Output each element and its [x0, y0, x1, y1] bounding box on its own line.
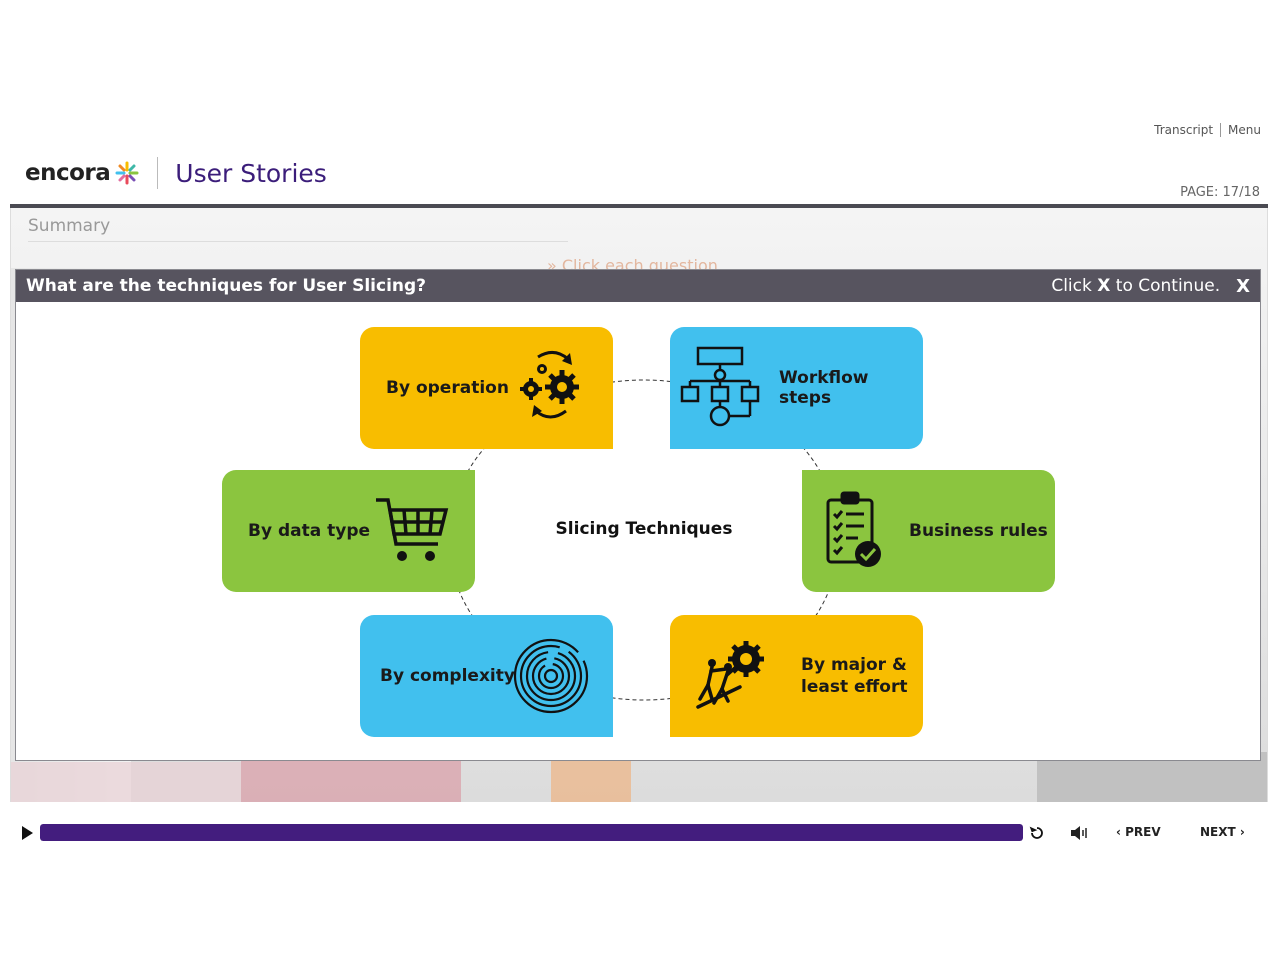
volume-icon[interactable] — [1070, 825, 1088, 841]
card-label: By complexity — [380, 666, 515, 686]
header-rule — [10, 204, 1268, 208]
chevron-right-icon: › — [1235, 825, 1245, 839]
card-by-operation: By operation — [360, 327, 613, 449]
card-label: By operation — [386, 378, 509, 398]
popup-title: What are the techniques for User Slicing… — [26, 276, 427, 296]
section-title: Summary — [28, 216, 111, 236]
close-button[interactable]: X — [1236, 275, 1250, 297]
card-label: By major & least effort — [801, 654, 907, 698]
prev-label: PREV — [1125, 825, 1161, 839]
chevron-left-icon: ‹ — [1116, 825, 1126, 839]
card-label: Workflow steps — [779, 368, 869, 408]
play-button[interactable] — [22, 826, 33, 840]
section-divider — [28, 241, 568, 242]
question-popup: What are the techniques for User Slicing… — [15, 269, 1261, 761]
gears-icon — [520, 351, 579, 419]
background-image — [11, 762, 241, 802]
course-title: User Stories — [175, 158, 327, 188]
progress-bar[interactable] — [40, 824, 1023, 841]
brand-divider — [157, 157, 159, 189]
card-label: By data type — [248, 521, 371, 541]
card-label-line-1: By major & — [801, 655, 907, 675]
top-links: Transcript Menu — [1154, 123, 1261, 137]
next-label: NEXT — [1200, 825, 1236, 839]
link-divider — [1220, 123, 1222, 137]
transcript-link[interactable]: Transcript — [1154, 123, 1214, 137]
progress-fill — [40, 824, 1023, 841]
prev-button[interactable]: ‹ PREV — [1116, 825, 1161, 839]
diagram-center-label: Slicing Techniques — [555, 519, 733, 539]
header: encora User Stories — [25, 157, 327, 189]
replay-icon[interactable] — [1028, 824, 1046, 842]
card-label: Business rules — [909, 521, 1048, 541]
playback-controls: ‹ PREV NEXT › — [10, 818, 1268, 848]
next-button[interactable]: NEXT › — [1200, 825, 1245, 839]
card-label-line-2: least effort — [801, 677, 908, 697]
checklist-icon — [826, 491, 881, 567]
page-indicator: PAGE: 17/18 — [1180, 185, 1260, 200]
card-by-major-least-effort: By major & least effort — [670, 615, 923, 737]
card-business-rules: Business rules — [802, 470, 1055, 592]
continue-prefix: Click — [1051, 276, 1098, 296]
card-workflow-steps: Workflow steps — [670, 327, 923, 449]
slicing-diagram: Slicing Techniques By operation — [16, 303, 1260, 761]
brand-name: encora — [25, 160, 111, 186]
card-by-data-type: By data type — [222, 470, 475, 592]
shopping-cart-icon — [376, 498, 449, 561]
continue-instruction: Click X to Continue. X — [1051, 276, 1250, 297]
people-pushing-gear-icon — [696, 641, 764, 709]
continue-key: X — [1097, 276, 1111, 296]
card-by-complexity: By complexity — [360, 615, 613, 737]
popup-header: What are the techniques for User Slicing… — [16, 270, 1260, 302]
maze-icon — [513, 638, 589, 714]
background-image — [551, 757, 631, 802]
continue-suffix: to Continue. — [1110, 276, 1221, 296]
flowchart-icon — [680, 346, 760, 427]
encora-logo-icon — [115, 161, 139, 185]
menu-link[interactable]: Menu — [1228, 123, 1261, 137]
